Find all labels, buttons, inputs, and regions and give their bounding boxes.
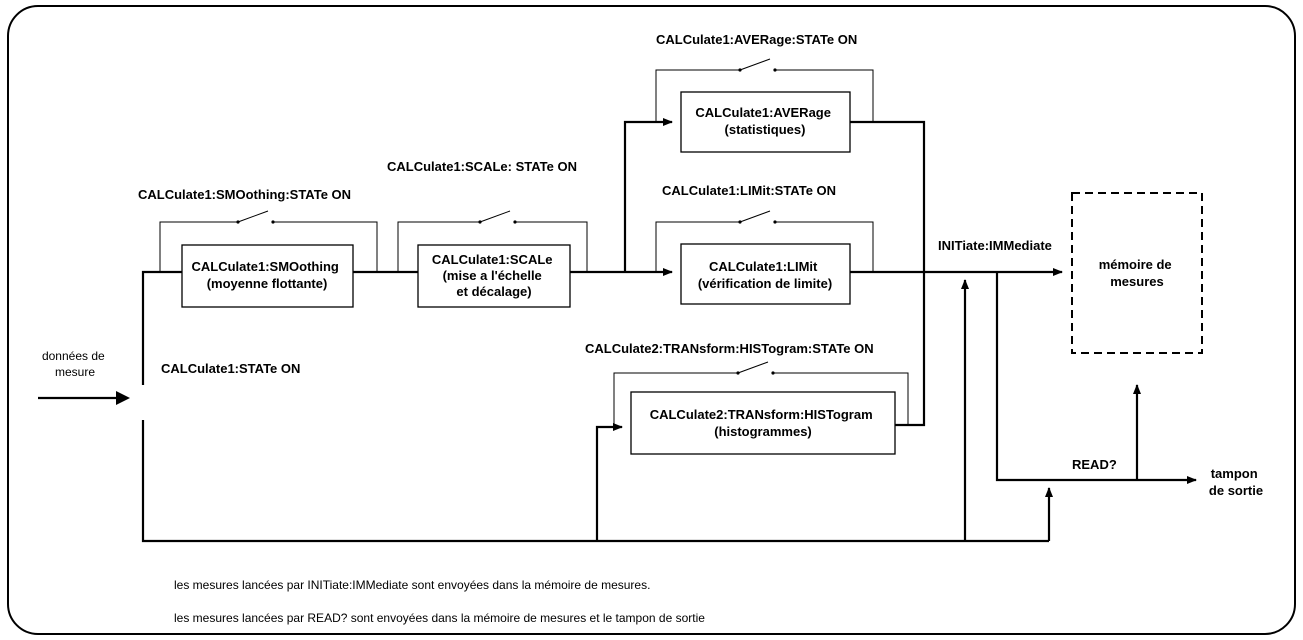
average-box xyxy=(680,91,851,153)
histogram-state-label: CALCulate2:TRANsform:HISTogram:STATe ON xyxy=(585,341,874,356)
calc1-state-label: CALCulate1:STATe ON xyxy=(161,361,300,376)
bypass-switches xyxy=(159,58,909,427)
memory-box xyxy=(1071,192,1203,354)
histogram-box-label: CALCulate2:TRANsform:HISTogram (histogra… xyxy=(650,407,877,439)
outer-frame xyxy=(7,5,1296,635)
input-arrow xyxy=(38,391,130,405)
histogram-box xyxy=(630,391,896,455)
scale-box-label: CALCulate1:SCALe (mise a l'échelle et dé… xyxy=(432,252,556,299)
scale-state-label: CALCulate1:SCALe: STATe ON xyxy=(387,159,577,174)
note-initiate: les mesures lancées par INITiate:IMMedia… xyxy=(174,578,650,592)
note-read: les mesures lancées par READ? sont envoy… xyxy=(174,611,705,625)
smoothing-box-label: CALCulate1:SMOothing (moyenne flottante) xyxy=(192,259,343,291)
output-buffer-label: tampon de sortie xyxy=(1209,466,1263,498)
limit-box-label: CALCulate1:LIMit (vérification de limite… xyxy=(698,259,832,291)
limit-box xyxy=(680,243,851,305)
smoothing-box xyxy=(181,244,354,308)
read-label: READ? xyxy=(1072,457,1117,472)
smoothing-state-label: CALCulate1:SMOothing:STATe ON xyxy=(138,187,351,202)
initiate-label: INITiate:IMMediate xyxy=(938,238,1052,253)
input-label: données de mesure xyxy=(42,349,108,379)
average-state-label: CALCulate1:AVERage:STATe ON xyxy=(656,32,857,47)
scale-box xyxy=(417,244,571,308)
memory-box-label: mémoire de mesures xyxy=(1099,257,1176,289)
average-box-label: CALCulate1:AVERage (statistiques) xyxy=(695,105,834,137)
limit-state-label: CALCulate1:LIMit:STATe ON xyxy=(662,183,836,198)
